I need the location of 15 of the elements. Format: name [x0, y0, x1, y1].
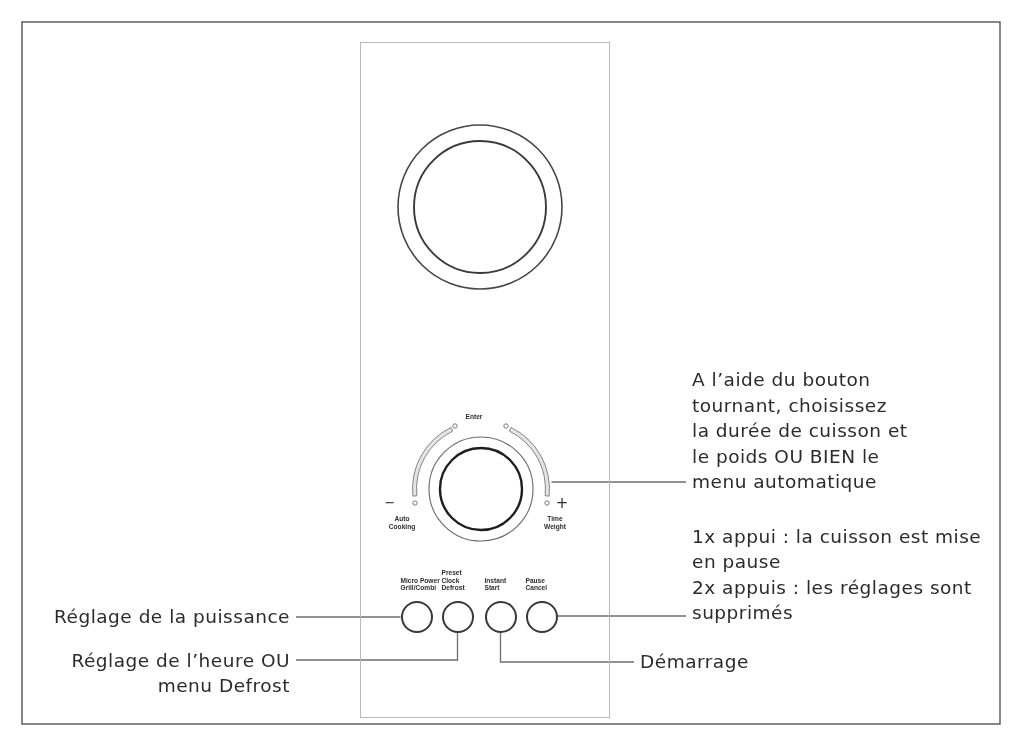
- leader-line: [295, 616, 402, 618]
- leader-line: [295, 631, 459, 661]
- leader-line: [499, 631, 635, 663]
- callout-text: Démarrage: [640, 649, 749, 675]
- callout-text: Réglage de la puissance: [54, 604, 290, 630]
- leader-line: [556, 615, 687, 617]
- callout-text: Réglage de l’heure OU menu Defrost: [71, 647, 290, 698]
- control-panel: [360, 42, 610, 718]
- callout-text: A l’aide du bouton tournant, choisissez la durée de cuisson et le poids OU BIEN le menu automatique: [692, 367, 908, 495]
- large-ring: [396, 123, 563, 290]
- callout-text: 1x appui : la cuisson est mise en pause: [692, 525, 982, 574]
- plus-sign: +: [555, 495, 569, 511]
- leader-line: [550, 481, 687, 483]
- callout-text: 2x appuis : les réglages sont supprimés: [692, 576, 973, 625]
- minus-sign: −: [384, 496, 396, 510]
